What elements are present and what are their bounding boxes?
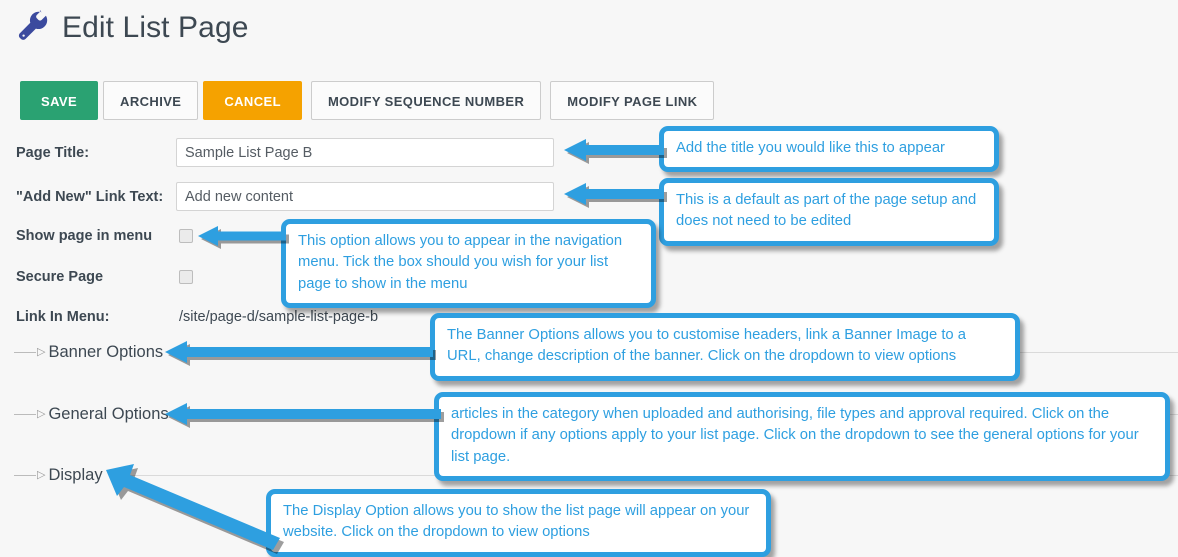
callout-page-title: Add the title you would like this to app… (659, 126, 999, 173)
accordion-dash (14, 474, 36, 476)
accordion-dash (14, 413, 36, 415)
accordion-display-label[interactable]: Display (48, 465, 103, 484)
form-row-show-page-in-menu: Show page in menu (16, 228, 576, 244)
triangle-right-icon: ▷ (37, 468, 46, 481)
modify-sequence-number-button[interactable]: MODIFY SEQUENCE NUMBER (310, 81, 542, 120)
form-row-link-in-menu: Link In Menu: /site/page-d/sample-list-p… (16, 309, 576, 325)
wrench-icon (18, 10, 48, 40)
callout-general-options: articles in the category when uploaded a… (434, 392, 1170, 482)
action-toolbar: SAVE ARCHIVE CANCEL MODIFY SEQUENCE NUMB… (20, 81, 715, 120)
callout-display: The Display Option allows you to show th… (266, 489, 771, 557)
save-button[interactable]: SAVE (20, 81, 99, 120)
secure-page-label: Secure Page (16, 269, 104, 285)
page-title-input[interactable] (176, 138, 554, 167)
secure-page-checkbox[interactable] (179, 270, 193, 284)
link-in-menu-value: /site/page-d/sample-list-page-b (179, 309, 379, 325)
callout-show-page-in-menu: This option allows you to appear in the … (281, 219, 656, 309)
form-row-add-new-link-text: "Add New" Link Text: (16, 182, 576, 211)
annotation-arrow-display (106, 464, 284, 554)
modify-page-link-button[interactable]: MODIFY PAGE LINK (550, 81, 715, 120)
cancel-button[interactable]: CANCEL (203, 81, 302, 120)
add-new-link-text-label: "Add New" Link Text: (16, 188, 164, 205)
archive-button[interactable]: ARCHIVE (103, 81, 199, 120)
callout-add-new-link: This is a default as part of the page se… (659, 178, 999, 246)
accordion-general-options-label[interactable]: General Options (48, 404, 169, 423)
triangle-right-icon: ▷ (37, 345, 46, 358)
page-title: Edit List Page (62, 11, 249, 44)
show-page-in-menu-label: Show page in menu (16, 228, 153, 244)
page-title-label: Page Title: (16, 144, 90, 161)
accordion-dash (14, 351, 36, 353)
form-row-secure-page: Secure Page (16, 269, 576, 285)
accordion-banner-options-label[interactable]: Banner Options (48, 342, 164, 361)
triangle-right-icon: ▷ (37, 407, 46, 420)
link-in-menu-label: Link In Menu: (16, 309, 110, 325)
add-new-link-text-input[interactable] (176, 182, 554, 211)
annotation-arrow-page-title (564, 139, 667, 164)
annotation-arrow-banner-options (165, 341, 436, 366)
show-page-in-menu-checkbox[interactable] (179, 229, 193, 243)
annotation-arrow-show-page-in-menu (198, 226, 289, 249)
annotation-arrow-general-options (165, 403, 444, 428)
annotation-arrow-add-new-link (564, 183, 667, 208)
callout-banner-options: The Banner Options allows you to customi… (430, 313, 1020, 381)
form-row-page-title: Page Title: (16, 138, 576, 167)
page-header: Edit List Page (16, 8, 249, 48)
